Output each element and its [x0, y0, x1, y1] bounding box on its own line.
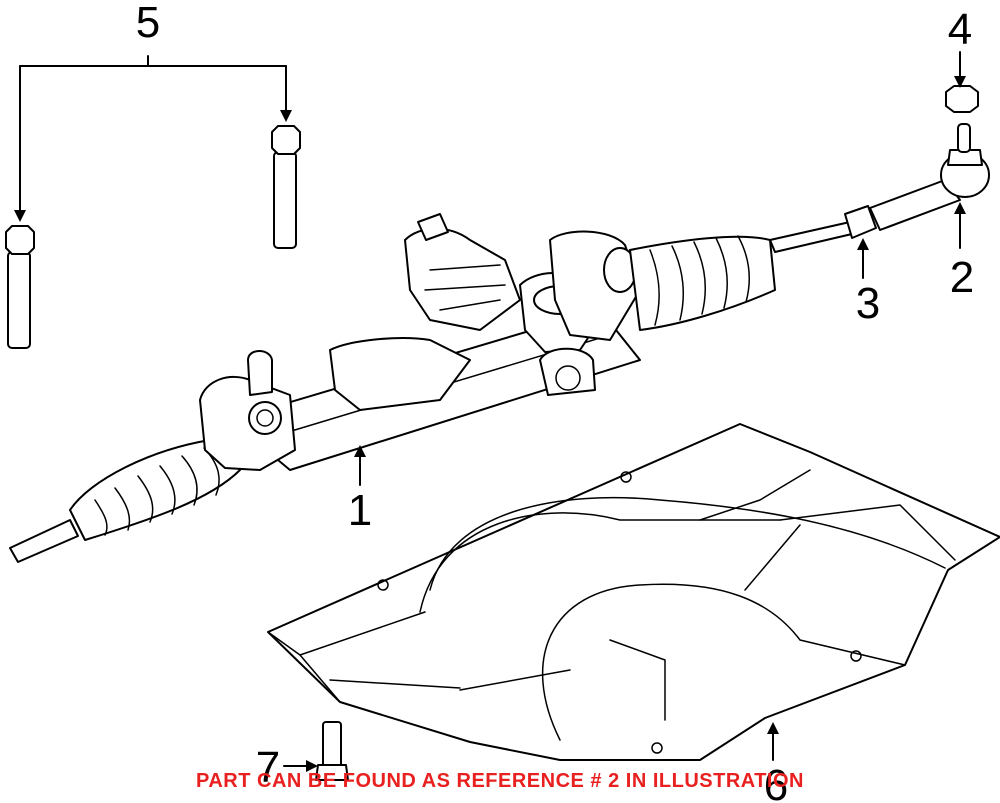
castle-nut [945, 85, 979, 113]
shield-bolt [315, 721, 349, 781]
callout-7: 7 [256, 743, 280, 792]
callout-2: 2 [950, 253, 974, 302]
steering-gear [9, 213, 853, 563]
callout-5: 5 [136, 0, 160, 47]
callout-1: 1 [348, 486, 372, 535]
mounting-bolts [5, 125, 301, 349]
jam-nut [844, 205, 877, 239]
reference-notice: PART CAN BE FOUND AS REFERENCE # 2 IN IL… [196, 770, 804, 792]
callout-3: 3 [856, 279, 880, 328]
splash-shield [267, 423, 1000, 761]
outer-tie-rod-end [869, 123, 990, 231]
leader-lines [14, 51, 966, 772]
callout-4: 4 [948, 5, 972, 54]
callout-6: 6 [764, 761, 788, 803]
